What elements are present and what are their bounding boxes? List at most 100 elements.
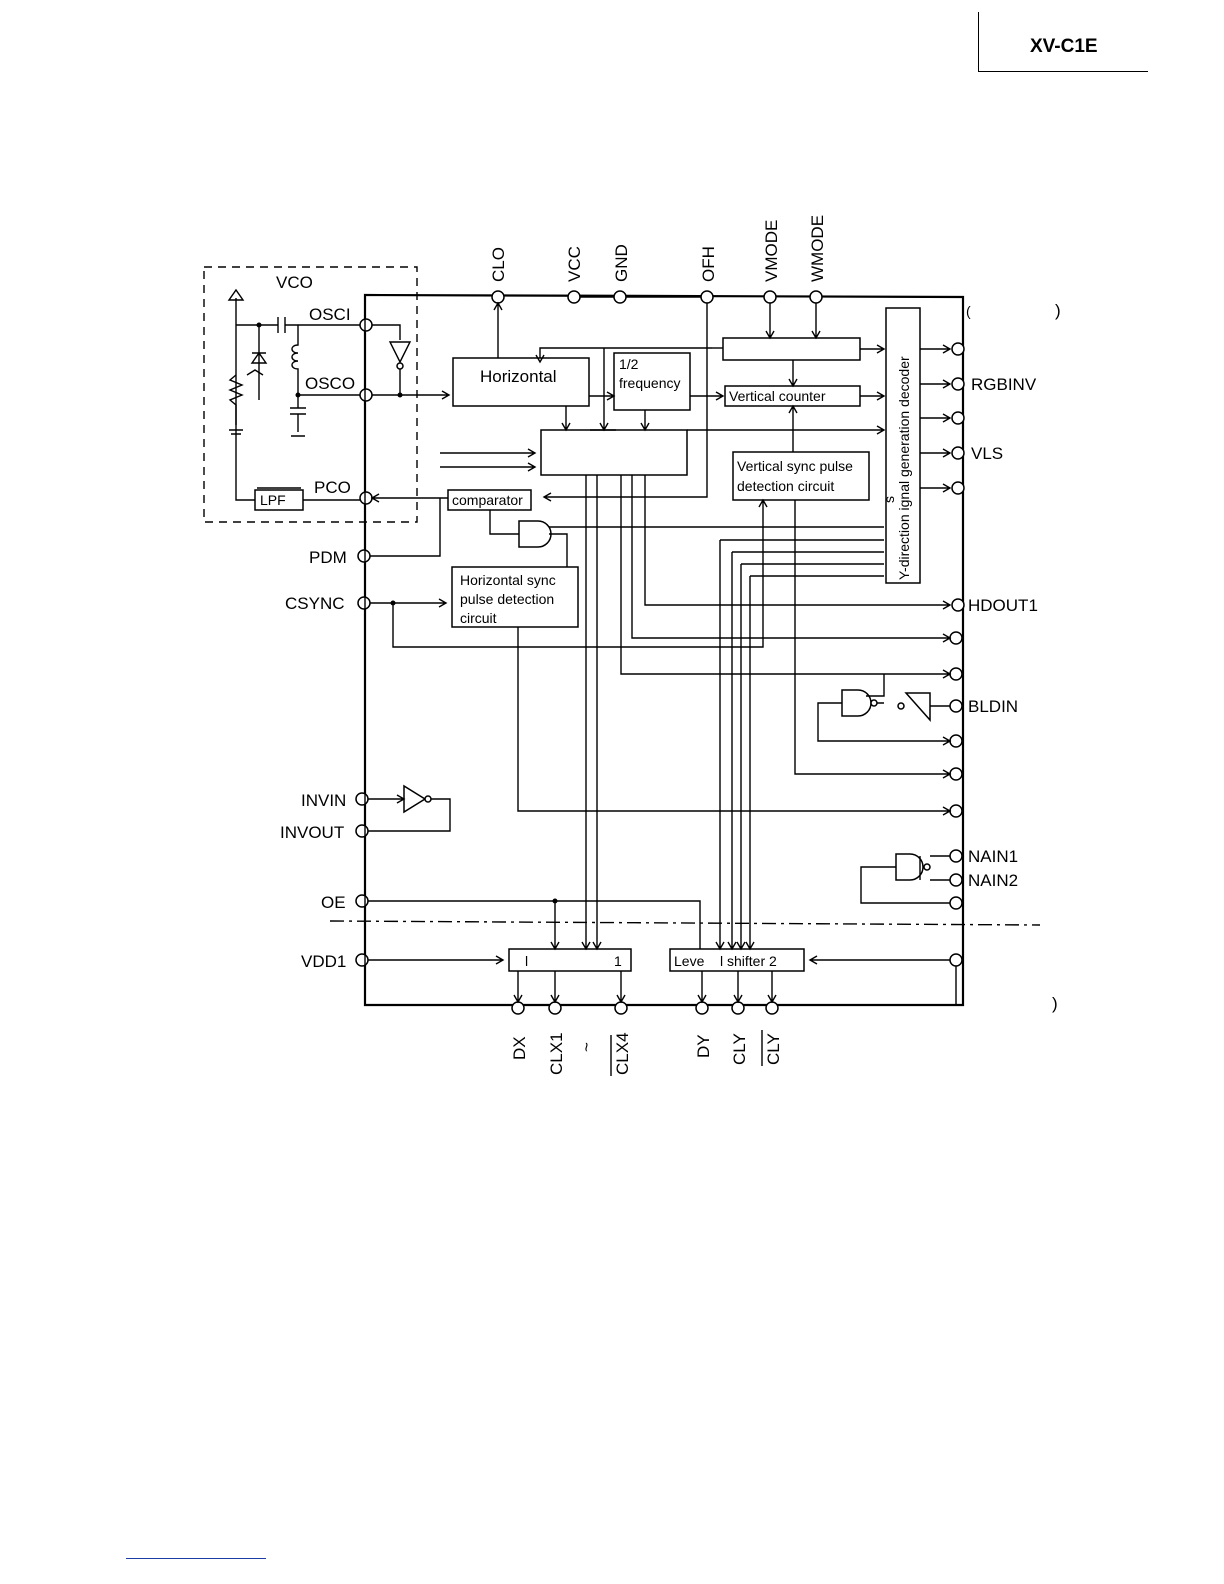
horizontal-counter-block	[452, 357, 590, 407]
pin-clx1	[548, 1001, 562, 1015]
pin-vls	[951, 446, 965, 460]
decoder-label-s: s	[881, 496, 897, 503]
bottom-pin-row: DX CLX1 ~ CLX4 DY CLY CLY	[510, 1001, 783, 1076]
pin-label-vcc: VCC	[565, 246, 584, 282]
half-frequency-block	[613, 352, 691, 411]
supply-boundary	[329, 920, 1041, 926]
pin-label-csync: CSYNC	[285, 594, 345, 613]
pin-label-oe: OE	[321, 893, 346, 912]
pin-clx4	[614, 1001, 628, 1015]
model-number: XV-C1E	[1030, 36, 1098, 57]
level-shifter-2-block	[669, 948, 805, 972]
pin-oe	[355, 894, 369, 908]
pin-label-cly: CLY	[730, 1033, 749, 1065]
fragment-tick-top: (	[966, 303, 971, 319]
pin-label-cly-bar: CLY	[764, 1033, 783, 1065]
pin-bldin	[949, 699, 963, 713]
half-frequency-label-1: 1/2	[619, 356, 639, 372]
pin-pdm	[357, 549, 371, 563]
horizontal-label: Horizontal	[480, 367, 557, 386]
internal-wiring	[364, 296, 963, 1006]
and-gate-comparator	[518, 520, 552, 548]
pin-label-osco: OSCO	[305, 374, 355, 393]
pin-label-dy: DY	[694, 1034, 713, 1058]
pin-label-pdm: PDM	[309, 548, 347, 567]
pin-cly	[731, 1001, 745, 1015]
pin-vdd1	[355, 953, 369, 967]
pin-label-osci: OSCI	[309, 305, 351, 324]
pin-label-ofh: OFH	[699, 246, 718, 282]
pin-label-bldin: BLDIN	[968, 697, 1018, 716]
pin-nain2	[949, 873, 963, 887]
pin-pco	[359, 491, 373, 505]
pin-label-invin: INVIN	[301, 791, 346, 810]
hsync-label-1: Horizontal sync	[460, 572, 556, 588]
fragment-paren-bottom: )	[1052, 994, 1058, 1013]
vertical-counter-label: Vertical counter	[729, 388, 826, 404]
pin-csync	[357, 596, 371, 610]
lpf-label: LPF	[260, 492, 286, 508]
fragment-paren-top: )	[1055, 301, 1061, 320]
pin-label-nain1: NAIN1	[968, 847, 1018, 866]
left-pin-column: OSCI OSCO PCO PDM CSYNC INVIN INVOUT OE …	[280, 305, 373, 971]
mode-register-block	[722, 337, 861, 361]
pin-label-pco: PCO	[314, 478, 351, 497]
level-shifter-1-right: 1	[614, 953, 622, 969]
pin-vcc	[567, 290, 581, 304]
header-rule-horizontal	[978, 71, 1148, 72]
pin-dx	[511, 1001, 525, 1015]
pin-gnd	[613, 290, 627, 304]
hsync-label-2: pulse detection	[460, 591, 554, 607]
pin-osci	[359, 318, 373, 332]
pin-dy	[695, 1001, 709, 1015]
pin-clo	[491, 290, 505, 304]
vsync-detection-block	[732, 451, 870, 501]
half-frequency-label-2: frequency	[619, 375, 680, 391]
pin-rgbinv	[951, 377, 965, 391]
pin-osco	[359, 388, 373, 402]
nand-gate-nain	[895, 853, 924, 881]
pin-label-nain2: NAIN2	[968, 871, 1018, 890]
vsync-label-1: Vertical sync pulse	[737, 458, 853, 474]
pin-ofh	[700, 290, 714, 304]
hsync-label-3: circuit	[460, 610, 497, 626]
pin-label-gnd: GND	[612, 244, 631, 282]
pin-label-rgbinv: RGBINV	[971, 375, 1037, 394]
pin-label-dx: DX	[510, 1036, 529, 1060]
pin-label-wmode: WMODE	[808, 215, 827, 282]
phase-block	[540, 429, 688, 476]
hsync-detection-block	[451, 566, 579, 628]
top-pin-row: CLO VCC GND OFH VMODE WMODE	[489, 215, 827, 304]
nand-gate-bldin	[841, 689, 872, 717]
pin-label-clo: CLO	[489, 247, 508, 282]
pin-label-clx1: CLX1	[547, 1032, 566, 1075]
pin-invin	[355, 792, 369, 806]
pin-label-clx4: CLX4	[613, 1032, 632, 1075]
pin-wmode	[809, 290, 823, 304]
pin-label-vls: VLS	[971, 444, 1003, 463]
decoder-block	[885, 307, 921, 584]
pin-invout	[355, 824, 369, 838]
pin-vmode	[763, 290, 777, 304]
pin-label-hdout1: HDOUT1	[968, 596, 1038, 615]
schmitt-buffer-bldin	[904, 692, 931, 722]
vco-label: VCO	[276, 273, 313, 292]
level-shifter-2-b: l shifter 2	[720, 953, 777, 969]
inverter-invin	[403, 784, 427, 814]
pin-nain1	[949, 849, 963, 863]
pin-label-invout: INVOUT	[280, 823, 344, 842]
decoder-label: Y-direction ignal generation decoder	[896, 356, 912, 580]
comparator-label: comparator	[452, 492, 523, 508]
pin-cly-bar	[765, 1001, 779, 1015]
level-shifter-1-left: l	[525, 953, 528, 969]
right-pin-column: RGBINV VLS HDOUT1 BLDIN NAIN1 NAIN2 ) ) …	[949, 301, 1061, 1013]
pin-label-vmode: VMODE	[762, 220, 781, 282]
vsync-label-2: detection circuit	[737, 478, 834, 494]
footer-rule	[126, 1558, 266, 1559]
level-shifter-2-a: Leve	[674, 953, 705, 969]
pin-label-tilde: ~	[577, 1042, 596, 1052]
vco-circuit	[227, 288, 412, 501]
pin-hdout1	[951, 598, 965, 612]
